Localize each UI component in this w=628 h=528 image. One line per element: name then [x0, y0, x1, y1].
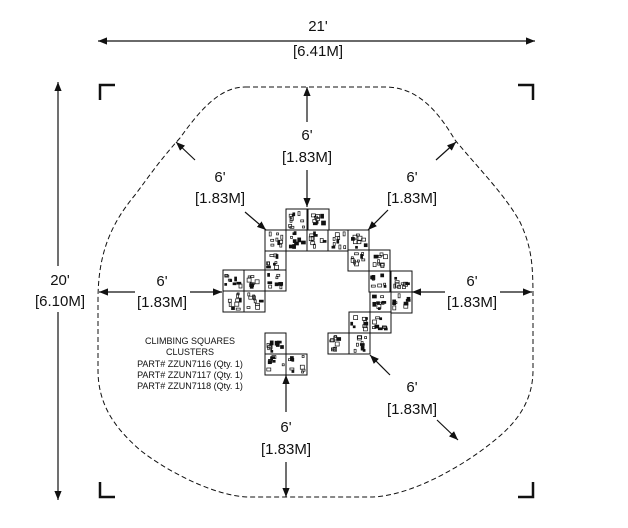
arrow-bottom-right-inner — [369, 354, 391, 376]
climbing-square-icon — [264, 353, 287, 376]
clearance-top-left-label: 6' — [214, 169, 225, 186]
clearance-top-left: 6' [1.83M] — [195, 169, 245, 207]
climbing-square-icon — [243, 269, 266, 292]
clearance-left: 6' [1.83M] — [137, 273, 187, 311]
arrow-top-right-outer — [435, 141, 457, 161]
overall-depth-metric: [6.10M] — [35, 293, 85, 310]
clearance-top-label: 6' — [301, 127, 312, 144]
climbing-square-icon — [264, 332, 287, 355]
climbing-square-icon — [222, 269, 245, 292]
clearance-bottom: 6' [1.83M] — [261, 419, 311, 458]
overall-width-dimension: 21' [6.41M] — [98, 18, 535, 60]
part-number-3: PART# ZZUN7118 (Qty. 1) — [137, 381, 243, 391]
climbing-square-icon — [348, 332, 371, 355]
clearance-left-metric: [1.83M] — [137, 294, 187, 311]
notes-title-line1: CLIMBING SQUARES — [145, 336, 235, 346]
clearance-bottom-right-label: 6' — [406, 379, 417, 396]
clearance-left-label: 6' — [156, 273, 167, 290]
arrow-top-right-inner — [367, 209, 389, 231]
climbing-square-icon — [369, 311, 392, 334]
clearance-top-right-label: 6' — [406, 169, 417, 186]
climbing-square-icon — [368, 270, 391, 293]
clearance-bottom-right-metric: [1.83M] — [387, 401, 437, 418]
climbing-square-icon — [347, 229, 370, 252]
arrow-top-left-inner — [244, 211, 267, 231]
overall-depth-dimension: 20' [6.10M] — [22, 82, 96, 500]
corner-mark-icon — [98, 83, 535, 499]
clearance-top-left-metric: [1.83M] — [195, 190, 245, 207]
overall-depth-label: 20' — [50, 272, 70, 289]
overall-width-label: 21' — [308, 18, 328, 35]
climbing-square-icon — [285, 353, 308, 376]
climbing-square-icon — [390, 270, 413, 293]
climbing-square-icon — [368, 249, 391, 272]
climbing-square-icon — [369, 291, 392, 314]
clearance-arrows — [99, 87, 532, 497]
clearance-bottom-right: 6' [1.83M] — [387, 379, 437, 418]
climbing-square-icon — [264, 250, 287, 273]
clearance-bottom-metric: [1.83M] — [261, 441, 311, 458]
climbing-square-icon — [264, 269, 287, 292]
climbing-square-icon — [306, 229, 329, 252]
climbing-square-icon — [327, 229, 350, 252]
use-zone-outline — [97, 86, 534, 498]
part-number-1: PART# ZZUN7116 (Qty. 1) — [137, 359, 243, 369]
clearance-right: 6' [1.83M] — [447, 273, 497, 311]
climbing-square-icon — [348, 311, 371, 334]
arrow-top-left-outer — [175, 141, 196, 161]
clearance-right-metric: [1.83M] — [447, 294, 497, 311]
clearance-top: 6' [1.83M] — [282, 127, 332, 166]
climbing-square-icon — [222, 290, 245, 313]
climbing-square-icon — [243, 290, 266, 313]
clearance-top-right: 6' [1.83M] — [387, 169, 437, 207]
climbing-square-icon — [390, 291, 413, 314]
climbing-square-icon — [285, 229, 308, 252]
climbing-square-icon — [307, 208, 330, 231]
part-number-2: PART# ZZUN7117 (Qty. 1) — [137, 370, 243, 380]
clearance-top-metric: [1.83M] — [282, 149, 332, 166]
clearance-right-label: 6' — [466, 273, 477, 290]
climbing-square-icon — [285, 208, 308, 231]
climbing-square-icon — [327, 332, 350, 355]
clearance-bottom-label: 6' — [280, 419, 291, 436]
arrow-bottom-right-outer — [436, 419, 459, 441]
climbing-squares-clusters — [222, 208, 413, 376]
part-notes: CLIMBING SQUARES CLUSTERS PART# ZZUN7116… — [137, 336, 243, 391]
clearance-top-right-metric: [1.83M] — [387, 190, 437, 207]
climbing-square-icon — [264, 229, 287, 252]
overall-width-metric: [6.41M] — [293, 43, 343, 60]
climbing-square-icon — [347, 249, 370, 272]
notes-title-line2: CLUSTERS — [166, 347, 214, 357]
